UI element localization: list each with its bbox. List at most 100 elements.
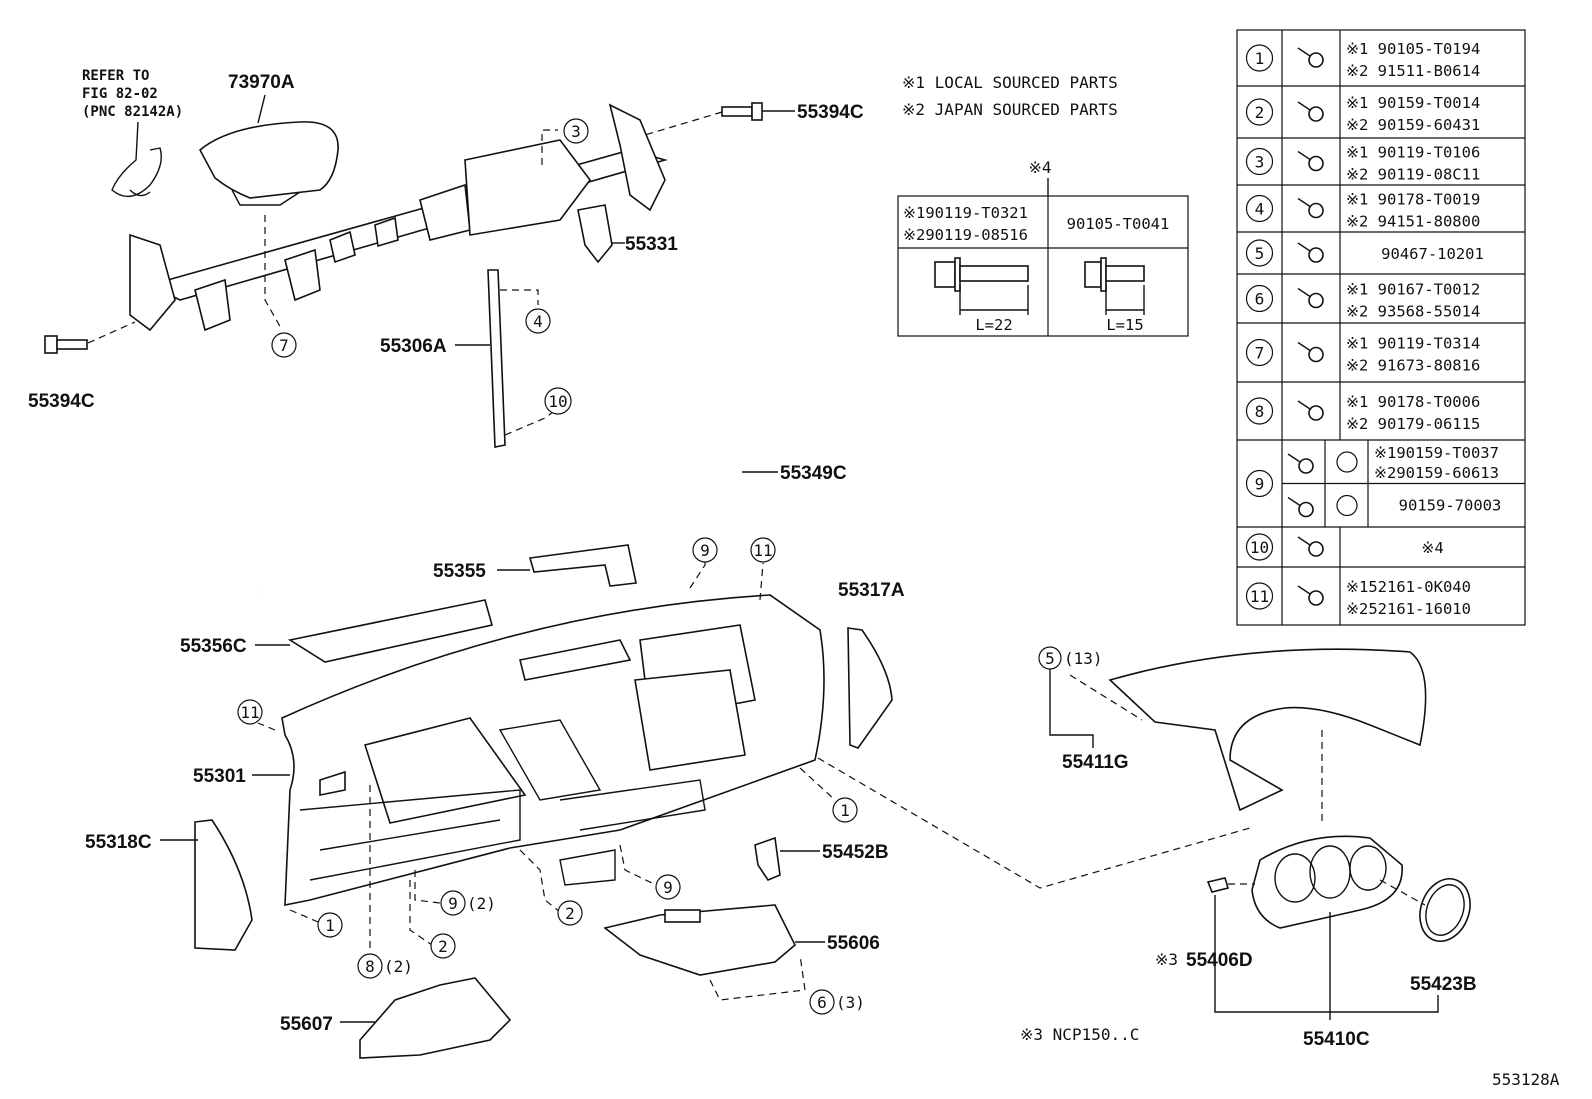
bolt-box-row1: ※190119-T0321	[903, 204, 1028, 222]
side-cover-55317A	[847, 627, 893, 749]
callout-9a-text: 9	[700, 541, 710, 560]
table-callout-9	[1245, 469, 1274, 498]
refer-note: REFER TO FIG 82-02 (PNC 82142A)	[82, 68, 183, 120]
table-row-11-line-1: ※152161-0K040	[1346, 578, 1471, 596]
callout-11a-text: 11	[240, 703, 259, 722]
callout-1b-text: 1	[840, 801, 850, 820]
bolt-icon	[934, 261, 956, 288]
table-num-6: 6	[1255, 290, 1265, 309]
callout-1a-text: 1	[325, 916, 335, 935]
table-row-2-line-1: ※1 90159-T0014	[1346, 94, 1480, 112]
callout-7	[271, 332, 297, 358]
table-row-8-line-2: ※2 90179-06115	[1346, 415, 1480, 433]
bracket-55331	[577, 204, 613, 264]
table-num-9: 9	[1255, 475, 1265, 494]
table-num-5: 5	[1255, 244, 1265, 263]
table-callout-6	[1245, 284, 1274, 313]
table-row-9-line-1: ※190159-T0037	[1374, 444, 1499, 462]
label-55607: 55607	[280, 1014, 333, 1035]
callout-5	[1038, 646, 1062, 670]
label-55410C: 55410C	[1303, 1029, 1370, 1050]
label-55356C: 55356C	[180, 636, 247, 657]
table-num-1: 1	[1255, 49, 1265, 68]
table-num-2: 2	[1255, 103, 1265, 122]
fastener-icon	[1297, 242, 1324, 263]
figure-id: 553128A	[1492, 1070, 1560, 1089]
clip-55406D	[1206, 877, 1230, 893]
table-row-4-line-2: ※2 94151-80800	[1346, 213, 1480, 231]
mark4-title: ※4	[1028, 158, 1051, 177]
lower-panel-55607	[359, 977, 512, 1059]
callout-7-text: 7	[279, 336, 289, 355]
callout-11b	[750, 537, 776, 563]
bolt-box-l22: L=22	[975, 316, 1012, 334]
fastener-icon	[1297, 197, 1324, 219]
callout-9b-text: 9	[448, 894, 458, 913]
table-row-10-line-1: ※4	[1421, 539, 1443, 557]
table-callout-11	[1245, 582, 1274, 610]
refer-line-3: (PNC 82142A)	[82, 104, 183, 120]
callout-11b-text: 11	[753, 541, 772, 560]
callout-10-text: 10	[548, 392, 567, 411]
label-55301: 55301	[193, 766, 246, 787]
label-55411G: 55411G	[1062, 752, 1129, 773]
callout-1b	[832, 797, 858, 823]
label-55306A: 55306A	[380, 336, 447, 357]
callout-2a	[557, 900, 583, 926]
table-callout-4	[1245, 194, 1274, 223]
airbag-module	[198, 121, 339, 199]
fastener-icon	[1297, 585, 1324, 606]
bolt-box-right: 90105-T0041	[1067, 215, 1170, 233]
table-callout-1	[1245, 44, 1274, 72]
fastener-table: 1 ※1 90105-T0194 ※2 91511-B0614 2 ※1 90159-T…	[1236, 29, 1526, 626]
table-row-8-line-1: ※1 90178-T0006	[1346, 393, 1480, 411]
bolt-icon	[44, 335, 88, 354]
callout-6-qty: (3)	[836, 993, 865, 1012]
callout-2b	[430, 933, 456, 959]
fastener-icon	[1297, 287, 1324, 309]
note-ncp150: ※3 NCP150..C	[1020, 1025, 1139, 1044]
table-row-2-line-2: ※2 90159-60431	[1346, 116, 1480, 134]
table-row-6-line-1: ※1 90167-T0012	[1346, 281, 1480, 299]
reinforcement-beam	[129, 103, 668, 332]
table-callout-7	[1245, 338, 1274, 367]
label-55355: 55355	[433, 561, 486, 582]
table-num-10: 10	[1250, 538, 1269, 557]
cluster-lens-55423B	[1419, 878, 1471, 942]
table-num-7: 7	[1255, 344, 1265, 363]
table-num-11: 11	[1250, 587, 1269, 606]
table-row-11-line-2: ※252161-16010	[1346, 600, 1471, 618]
phillips-icon	[1336, 494, 1358, 517]
callout-2b-text: 2	[438, 937, 448, 956]
pad-55356C	[287, 599, 493, 663]
label-55318C: 55318C	[85, 832, 152, 853]
refer-line-1: REFER TO	[82, 68, 149, 84]
fastener-icon	[1297, 341, 1324, 363]
table-callout-10	[1245, 533, 1274, 561]
callout-9b-qty: (2)	[467, 894, 496, 913]
table-row-9-line-3: 90159-70003	[1399, 497, 1502, 515]
strip-55349C	[261, 464, 741, 593]
callout-3	[563, 118, 589, 144]
table-row-3-line-2: ※2 90119-08C11	[1346, 166, 1480, 184]
fastener-icon	[1297, 150, 1324, 172]
table-row-1-line-2: ※2 91511-B0614	[1346, 62, 1480, 80]
cluster-hood-55411G	[1108, 648, 1427, 812]
table-row-1-line-1: ※1 90105-T0194	[1346, 40, 1480, 58]
table-num-3: 3	[1255, 153, 1265, 172]
fastener-icon	[1297, 47, 1324, 68]
callout-1a	[317, 912, 343, 938]
wire-harness	[111, 121, 162, 198]
label-55406D: 55406D	[1186, 950, 1253, 971]
table-row-7-line-1: ※1 90119-T0314	[1346, 335, 1480, 353]
table-row-3-line-1: ※1 90119-T0106	[1346, 144, 1480, 162]
callout-8-text: 8	[365, 957, 375, 976]
label-55394C-left: 55394C	[28, 391, 95, 412]
table-row-9-line-2: ※290159-60613	[1374, 464, 1499, 482]
callout-9b	[440, 890, 466, 916]
callout-11a	[237, 699, 263, 725]
callout-4	[525, 308, 551, 334]
fastener-icon	[1297, 536, 1324, 557]
refer-line-2: FIG 82-02	[82, 86, 158, 102]
